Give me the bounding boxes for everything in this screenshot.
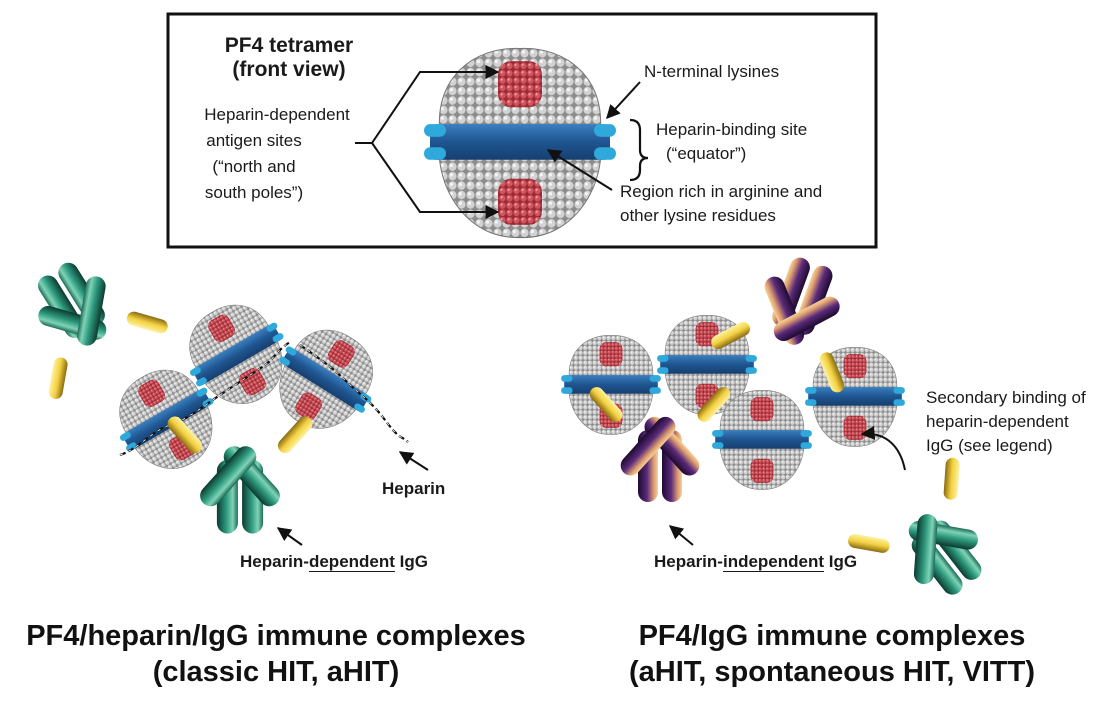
right-igg-label: Heparin-independent IgG bbox=[654, 550, 857, 574]
antigen-sites-label: Heparin-dependent antigen sites (“north … bbox=[188, 102, 366, 206]
left-igg-label: Heparin-dependent IgG bbox=[240, 550, 428, 574]
heparin-arrow bbox=[398, 451, 429, 471]
right-title-line1: PF4/IgG immune complexes bbox=[638, 620, 1026, 652]
antigen-line4: south poles”) bbox=[204, 183, 304, 202]
secondary-arrow bbox=[860, 425, 906, 471]
heparin-binding-label: Heparin-binding site (“equator”) bbox=[656, 118, 807, 166]
antigen-line2: antigen sites bbox=[206, 131, 302, 150]
arginine-line2: other lysine residues bbox=[620, 206, 776, 225]
left-igg-emph: dependent bbox=[308, 552, 395, 571]
antigen-arrows bbox=[355, 65, 500, 219]
n-terminal-arrow bbox=[606, 81, 641, 120]
binding-line2: (“equator”) bbox=[666, 144, 747, 163]
secondary-binding-label: Secondary binding of heparin-dependent I… bbox=[926, 386, 1086, 458]
inset-title: PF4 tetramer (front view) bbox=[218, 34, 360, 82]
arginine-label: Region rich in arginine and other lysine… bbox=[620, 180, 822, 228]
left-title: PF4/heparin/IgG immune complexes (classi… bbox=[0, 618, 552, 690]
arginine-arrow bbox=[546, 149, 613, 191]
antigen-line3: (“north and bbox=[212, 157, 296, 176]
inset-title-line1: PF4 tetramer bbox=[224, 34, 354, 57]
left-igg-arrow bbox=[276, 527, 303, 546]
right-igg-suffix: IgG bbox=[824, 552, 858, 571]
n-terminal-label: N-terminal lysines bbox=[644, 62, 780, 81]
secondary-line3: IgG (see legend) bbox=[926, 436, 1053, 455]
antigen-line1: Heparin-dependent bbox=[204, 105, 350, 124]
left-complex bbox=[0, 232, 409, 534]
igg-purple-bottom bbox=[586, 384, 734, 502]
igg-teal-bottom bbox=[164, 413, 316, 534]
arginine-line1: Region rich in arginine and bbox=[620, 182, 823, 201]
secondary-line2: heparin-dependent bbox=[926, 412, 1069, 431]
left-igg-prefix: Heparin- bbox=[240, 552, 309, 571]
right-igg-prefix: Heparin- bbox=[654, 552, 723, 571]
equator-bracket bbox=[629, 118, 649, 182]
left-title-line2: (classic HIT, aHIT) bbox=[152, 656, 400, 688]
inset-title-line2: (front view) bbox=[232, 58, 346, 81]
right-igg-arrow bbox=[668, 525, 694, 546]
left-igg-suffix: IgG bbox=[394, 552, 428, 571]
secondary-line1: Secondary binding of bbox=[926, 388, 1086, 407]
right-title-line2: (aHIT, spontaneous HIT, VITT) bbox=[628, 656, 1035, 688]
binding-line1: Heparin-binding site bbox=[656, 120, 808, 139]
right-title: PF4/IgG immune complexes (aHIT, spontane… bbox=[572, 618, 1092, 690]
left-title-line1: PF4/heparin/IgG immune complexes bbox=[26, 620, 526, 652]
right-igg-emph: independent bbox=[722, 552, 825, 571]
igg-teal-secondary bbox=[841, 450, 1025, 630]
heparin-label: Heparin bbox=[382, 479, 446, 498]
